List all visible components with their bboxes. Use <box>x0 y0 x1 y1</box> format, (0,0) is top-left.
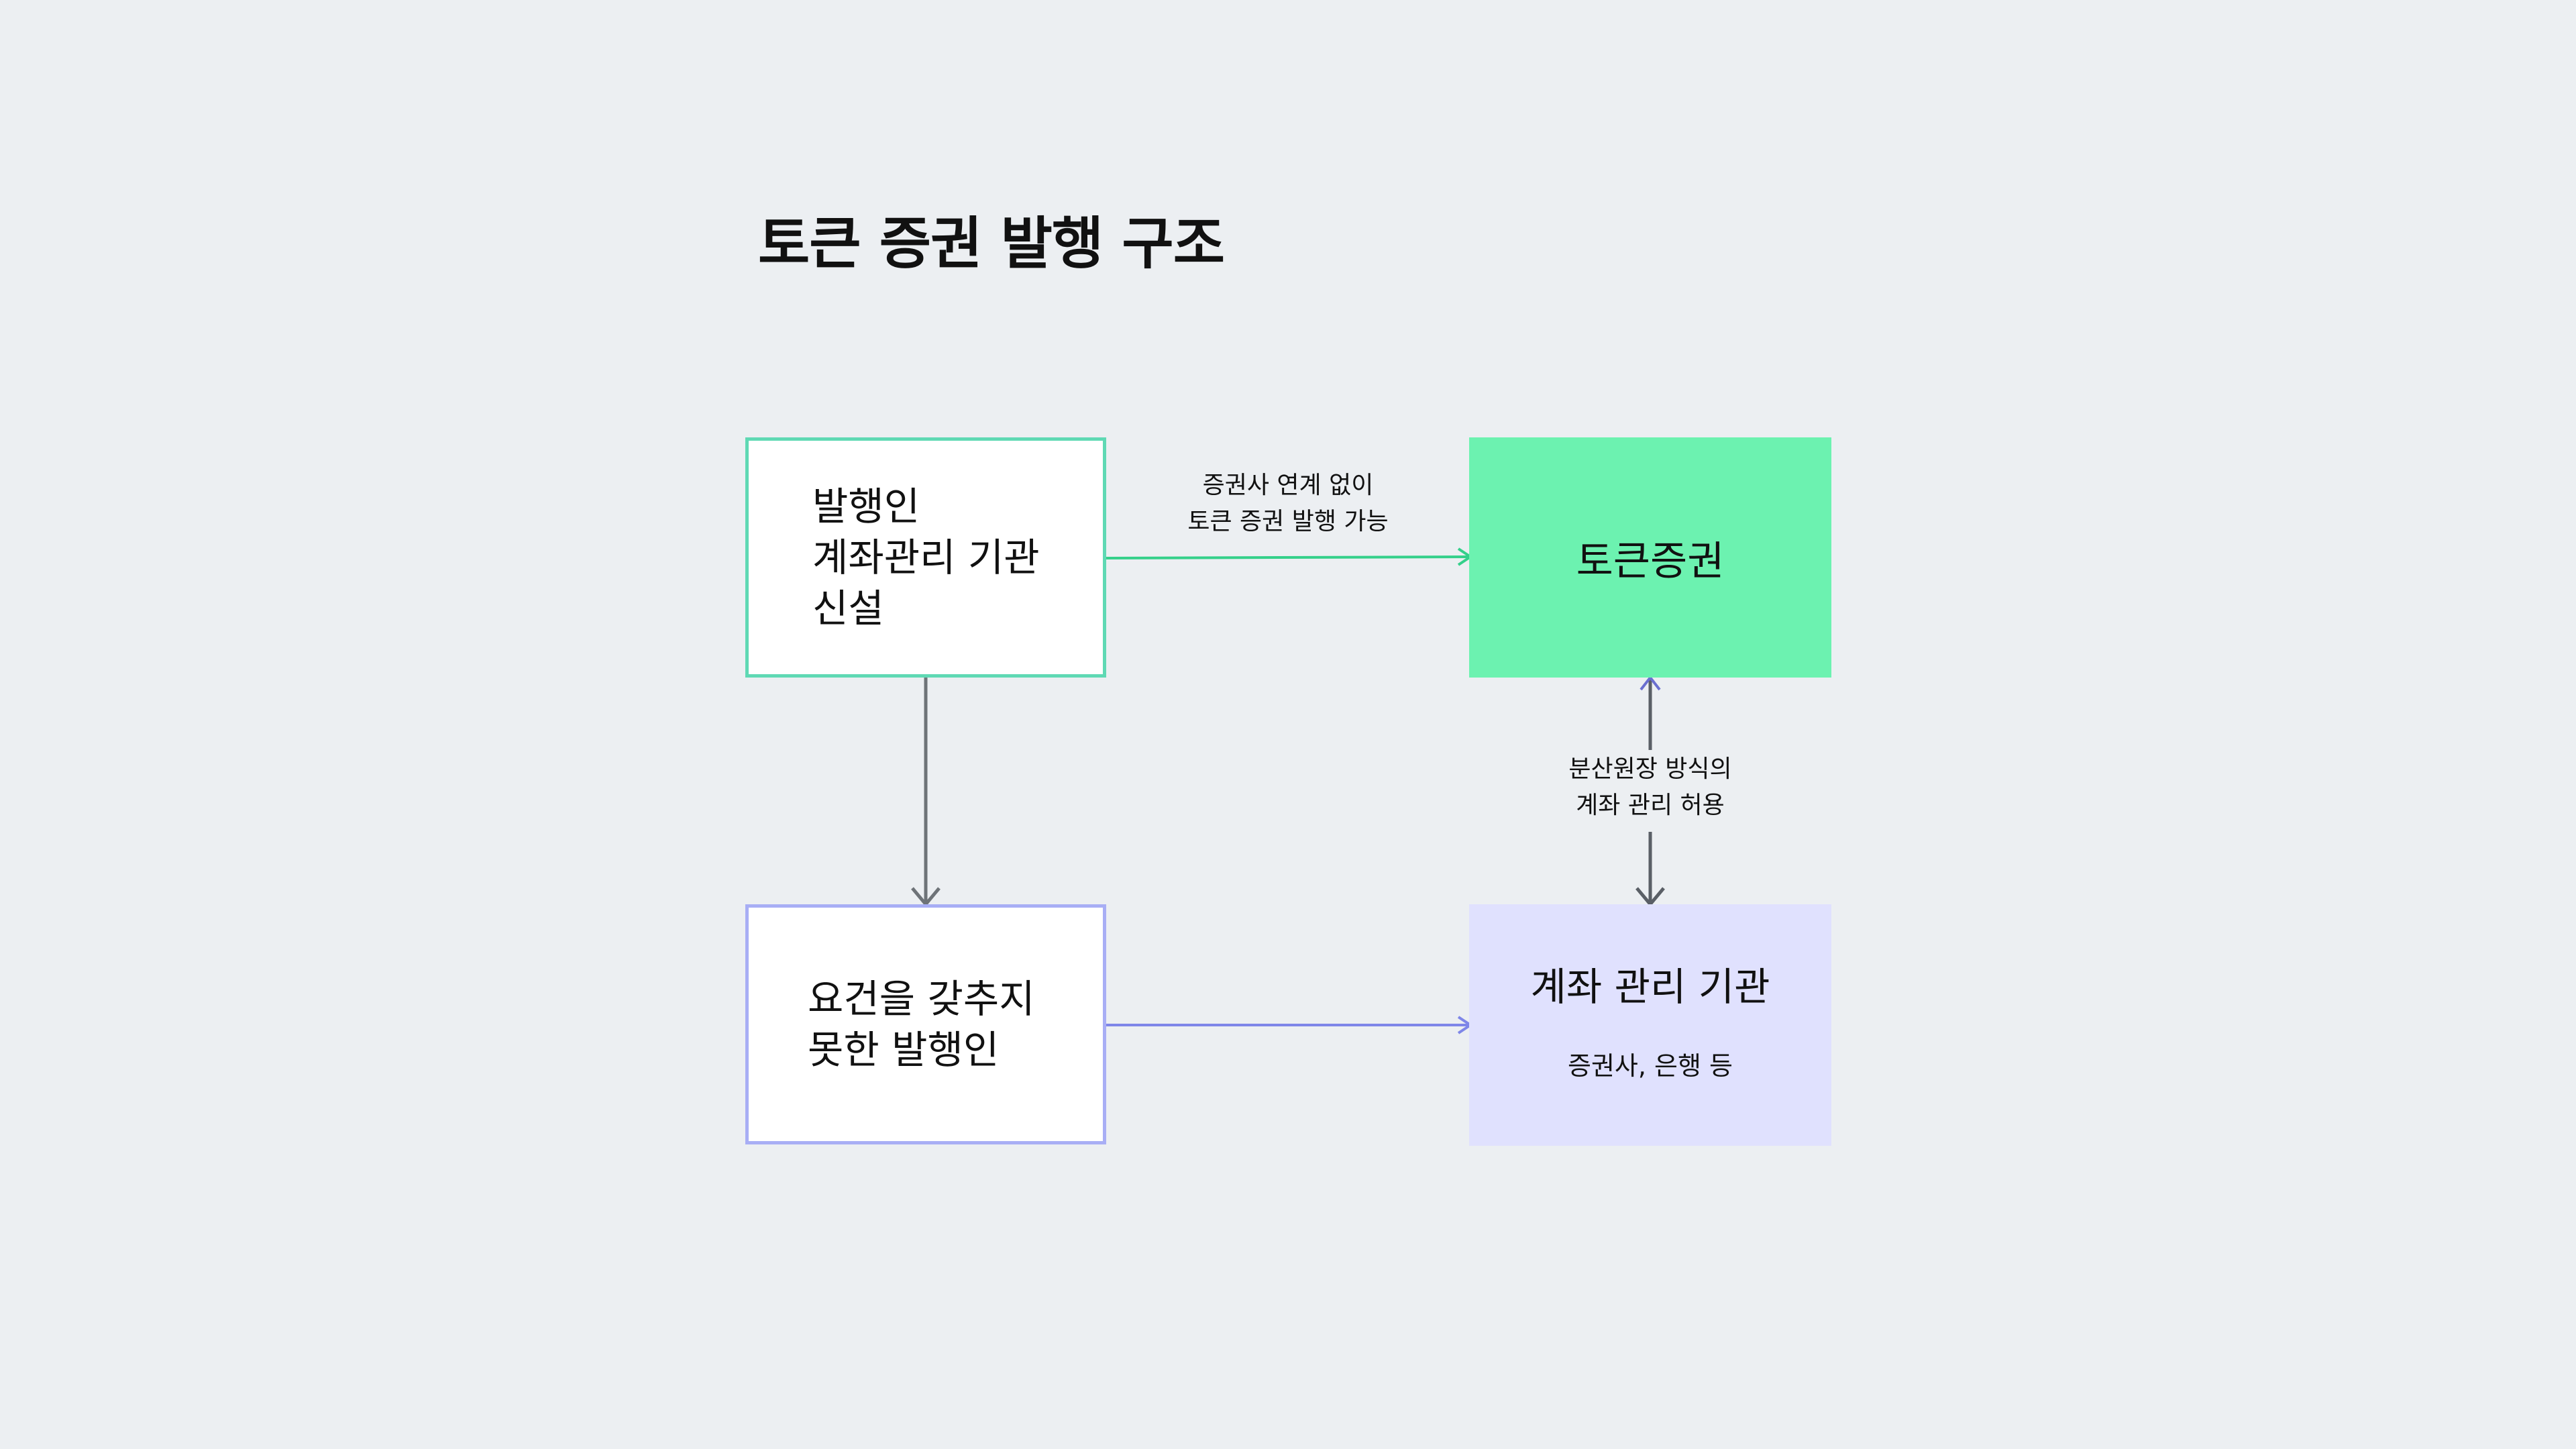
node-account-institution: 계좌 관리 기관 증권사, 은행 등 <box>1469 904 1831 1146</box>
node-unqualified-issuer: 요건을 갖추지 못한 발행인 <box>745 904 1106 1144</box>
edge-label-direct-issuance: 증권사 연계 없이 토큰 증권 발행 가능 <box>1154 468 1422 540</box>
edge-label-line: 증권사 연계 없이 <box>1202 472 1374 499</box>
node-unqualified-line: 요건을 갖추지 <box>808 976 1035 1022</box>
edge-label-line: 분산원장 방식의 <box>1568 755 1732 783</box>
diagram-title: 토큰 증권 발행 구조 <box>758 211 1225 276</box>
node-account-label: 계좌 관리 기관 <box>1530 963 1770 1010</box>
edge-label-line: 계좌 관리 허용 <box>1576 792 1725 819</box>
node-token-label: 토큰증권 <box>1576 537 1725 585</box>
arrow-issuer-to-token <box>1106 555 1470 559</box>
edge-label-dlt-account: 분산원장 방식의 계좌 관리 허용 <box>1516 751 1784 824</box>
node-account-sublabel: 증권사, 은행 등 <box>1568 1051 1733 1081</box>
node-issuer-line: 계좌관리 기관 <box>812 535 1040 580</box>
node-token-securities: 토큰증권 <box>1469 437 1831 678</box>
node-unqualified-line: 못한 발행인 <box>808 1027 1000 1073</box>
node-issuer-line: 신설 <box>812 586 884 631</box>
arrowhead-to-token <box>1640 675 1661 691</box>
edge-label-line: 토큰 증권 발행 가능 <box>1187 508 1389 535</box>
node-issuer-line: 발행인 <box>812 484 920 529</box>
node-issuer: 발행인 계좌관리 기관 신설 <box>745 437 1106 678</box>
